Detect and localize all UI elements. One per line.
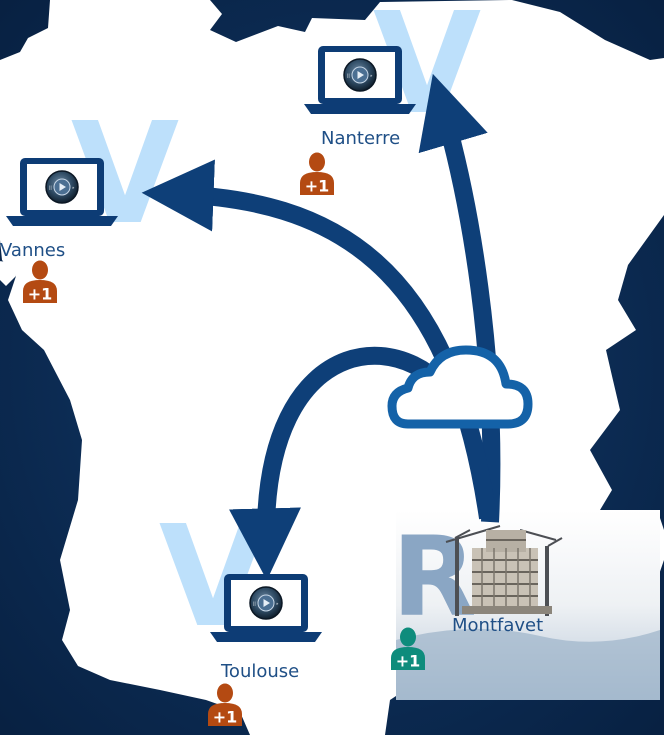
- cloud-icon: [387, 345, 533, 429]
- building-construction-icon: [445, 525, 563, 616]
- site-terrain: [396, 628, 660, 700]
- label-vannes: Vannes: [0, 240, 66, 261]
- arrow-to-nanterre: [418, 73, 501, 523]
- map-coast-detail: [0, 234, 16, 286]
- label-nanterre: Nanterre: [321, 128, 401, 149]
- label-toulouse: Toulouse: [221, 661, 300, 682]
- label-montfavet: Montfavet: [452, 615, 544, 636]
